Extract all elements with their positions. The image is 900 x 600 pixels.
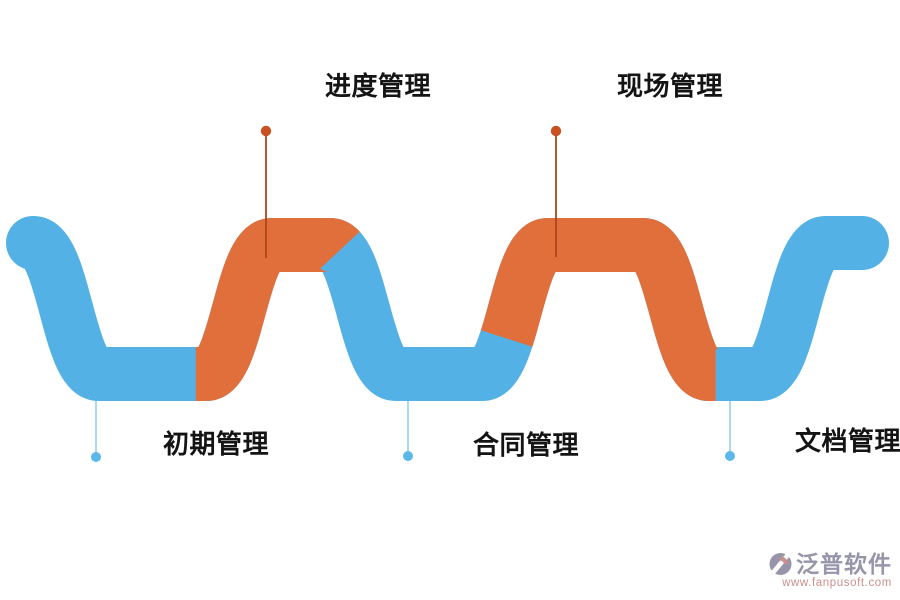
stem-dot-hetong bbox=[403, 451, 413, 461]
watermark-url: www.fanpusoft.com bbox=[782, 577, 892, 590]
wave-tube-blue bbox=[6, 216, 889, 401]
node-label-chuqi: 初期管理 bbox=[163, 429, 270, 459]
watermark: 泛普软件 www.fanpusoft.com bbox=[768, 551, 892, 591]
stem-dot-chuqi bbox=[91, 452, 101, 462]
node-label-hetong: 合同管理 bbox=[473, 430, 580, 460]
stem-dot-xianchang bbox=[550, 125, 562, 137]
node-label-xianchang: 现场管理 bbox=[617, 71, 724, 101]
watermark-brand: 泛普软件 bbox=[796, 550, 892, 577]
stem-dot-jindu bbox=[260, 125, 272, 137]
fanpu-logo-icon bbox=[768, 551, 793, 578]
stem-dot-wendang bbox=[725, 451, 735, 461]
node-label-wendang: 文档管理 bbox=[795, 426, 900, 456]
node-label-jindu: 进度管理 bbox=[325, 71, 432, 101]
wave-segment-jindu bbox=[20, 216, 862, 401]
